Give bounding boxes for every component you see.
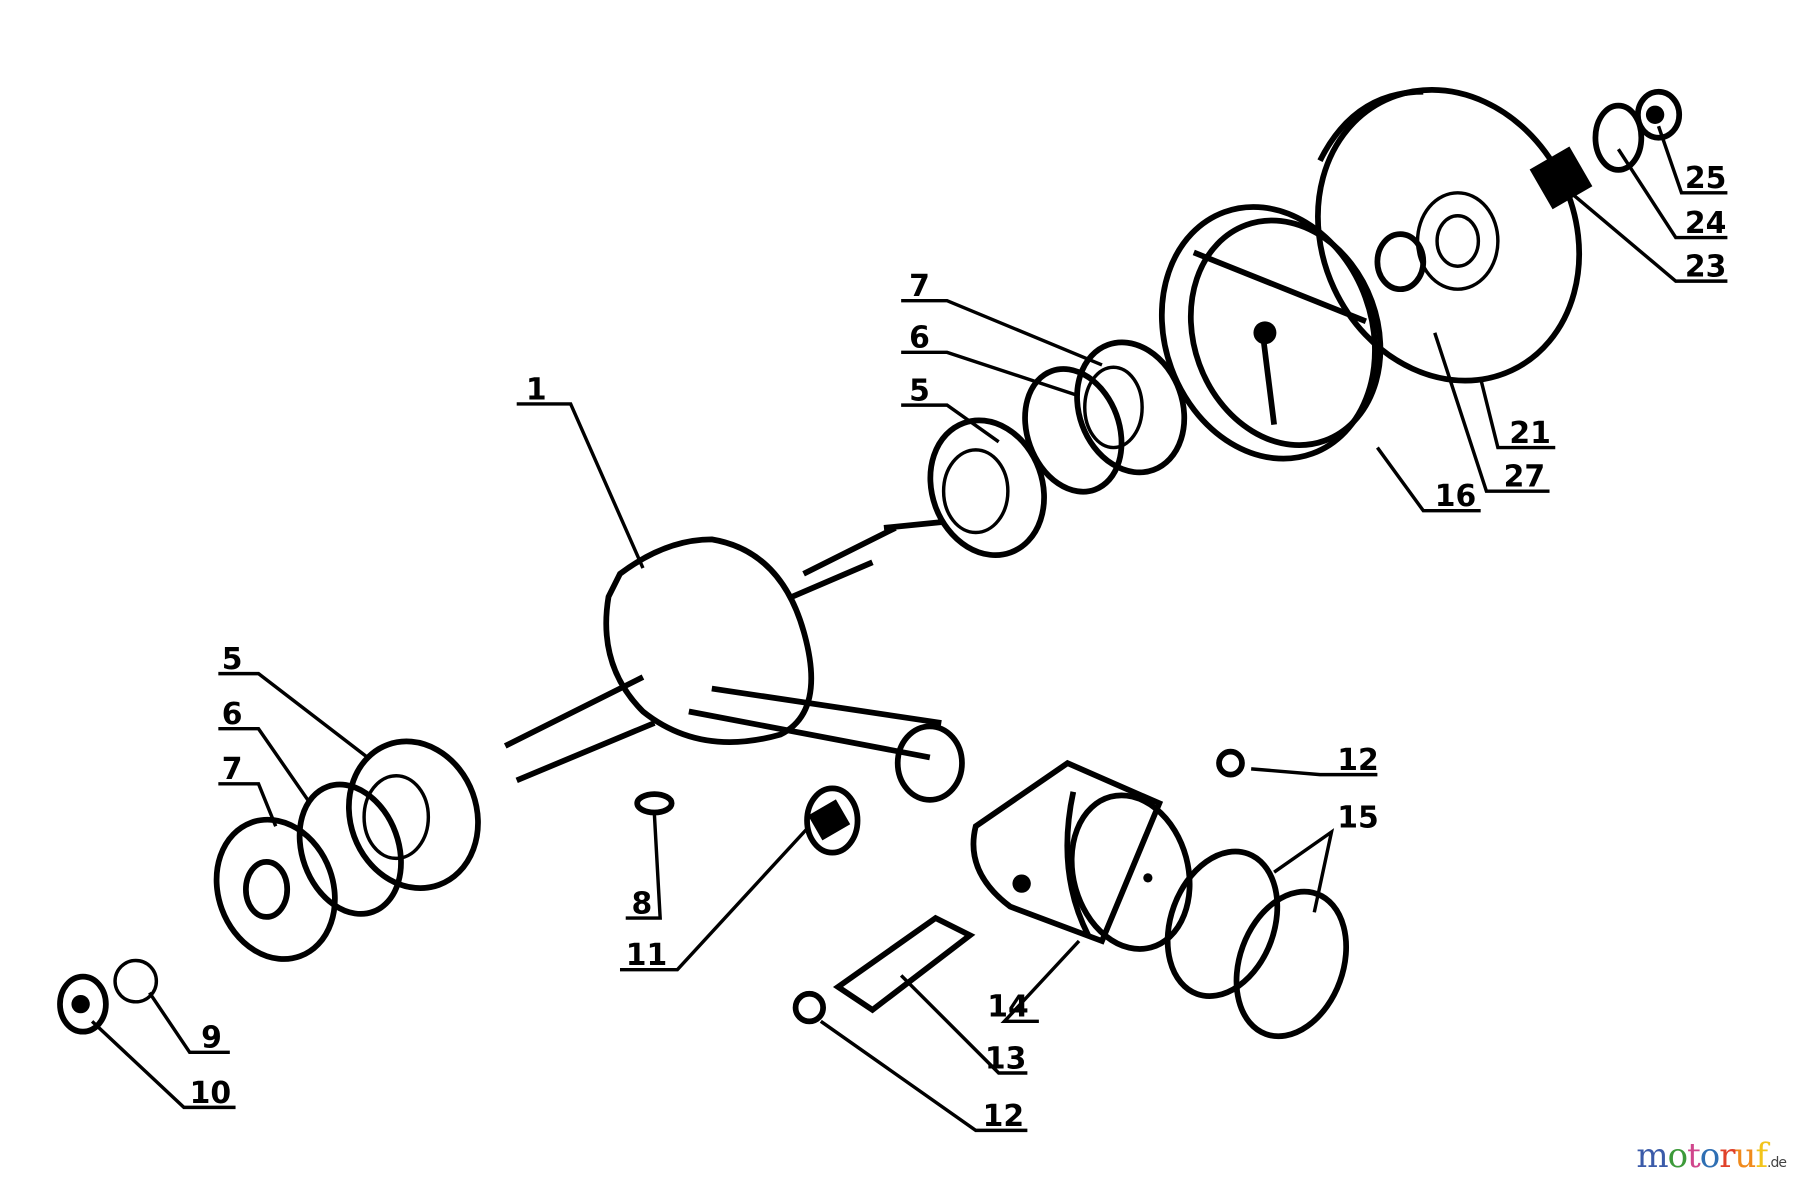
callout-27: 27: [1504, 460, 1546, 495]
leader-lines: [90, 125, 1728, 1133]
callout-13: 13: [985, 1041, 1027, 1076]
crankshaft: [503, 519, 965, 803]
callout-14: 14: [987, 990, 1029, 1025]
callout-7-left: 7: [222, 752, 243, 787]
callout-21: 21: [1509, 416, 1551, 451]
bearing-left: [57, 738, 861, 1035]
drum-hub-parts: [1529, 88, 1683, 210]
motoruf-watermark-logo: motoruf.de: [1636, 1136, 1787, 1176]
callout-15: 15: [1337, 800, 1379, 835]
callout-5: 5: [909, 374, 930, 409]
watermark-text: motoruf: [1636, 1136, 1768, 1176]
callout-8: 8: [631, 886, 652, 921]
piston: [792, 748, 1350, 1040]
callout-25: 25: [1685, 161, 1727, 196]
bearing-right: [927, 339, 1188, 558]
callout-16: 16: [1435, 479, 1477, 514]
callout-11: 11: [626, 938, 668, 973]
callout-6-left: 6: [222, 697, 243, 732]
callout-labels: 1 7 6 5 16 27 21 23 24 25 5 6 7 8 9 10 1…: [190, 161, 1727, 1134]
callout-12-bottom: 12: [983, 1099, 1025, 1134]
callout-9: 9: [201, 1021, 222, 1056]
callout-7: 7: [909, 269, 930, 304]
callout-10: 10: [190, 1076, 232, 1111]
callout-5-left: 5: [222, 642, 243, 677]
watermark-suffix: .de: [1767, 1155, 1787, 1171]
callout-6: 6: [909, 321, 930, 356]
callout-1: 1: [526, 372, 547, 407]
callout-12-top: 12: [1337, 743, 1379, 778]
callout-23: 23: [1685, 250, 1727, 285]
washer-27: [1374, 231, 1427, 293]
clutch-assembly: [1158, 204, 1384, 462]
callout-24: 24: [1685, 206, 1727, 241]
